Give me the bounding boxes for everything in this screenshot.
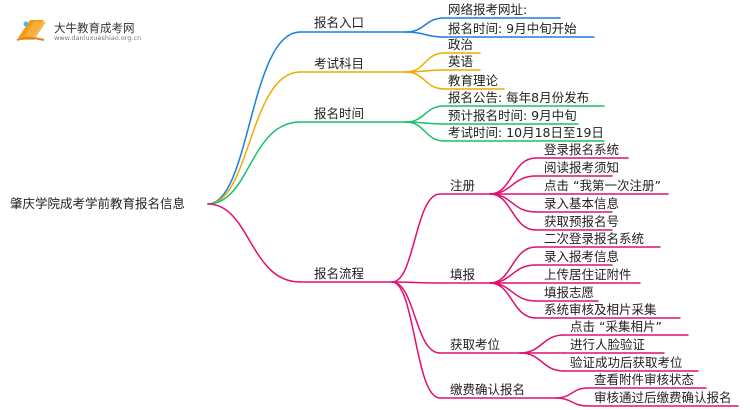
sub3-item-1: 点击 “采集相片”	[570, 319, 662, 334]
branch3-item-1: 报名公告: 每年8月份发布	[448, 90, 590, 105]
branch1-label: 报名入口	[314, 15, 365, 30]
connector-root-branch3	[207, 121, 301, 205]
branch3-item-2: 预计报名时间: 9月中旬	[448, 108, 577, 123]
connector-root-branch1	[207, 31, 301, 205]
sub1-item-4: 录入基本信息	[544, 196, 620, 211]
branch2-item-1: 政治	[448, 37, 474, 52]
connector-root-branch4	[207, 203, 301, 283]
branch3-label: 报名时间	[314, 106, 365, 121]
sub1-item-3: 点击 “我第一次注册”	[544, 178, 661, 193]
book-logo-icon	[16, 20, 46, 41]
sub3-label: 获取考位	[450, 337, 501, 352]
sub4-item-2: 审核通过后缴费确认报名	[594, 390, 732, 405]
sub1-label: 注册	[450, 178, 476, 193]
connector-b1-1	[405, 17, 445, 33]
branch2-item-3: 教育理论	[448, 73, 499, 88]
root-node: 肇庆学院成考学前教育报名信息	[10, 196, 186, 211]
sub4-label: 缴费确认报名	[450, 382, 526, 397]
sub3-item-2: 进行人脸验证	[570, 337, 646, 352]
site-url: www.daniuxueshiao.org.cn	[54, 34, 142, 42]
branch3-item-3: 考试时间: 10月18日至19日	[448, 125, 604, 140]
sub2-item-1: 二次登录报名系统	[544, 231, 645, 246]
sub2-item-5: 系统审核及相片采集	[544, 302, 657, 317]
sub2-item-2: 录入报考信息	[544, 249, 620, 264]
branch2-item-2: 英语	[448, 54, 474, 69]
sub4-item-1: 查看附件审核状态	[594, 372, 695, 387]
sub1-item-5: 获取预报名号	[544, 214, 620, 229]
connector-root-branch2	[207, 71, 301, 205]
sub1-item-2: 阅读报考须知	[544, 160, 620, 175]
sub3-item-3: 验证成功后获取考位	[570, 355, 683, 370]
sub1-item-1: 登录报名系统	[544, 142, 620, 157]
site-name: 大牛教育成考网	[54, 21, 135, 35]
branch1-item-1: 网络报考网址:	[448, 2, 528, 17]
branch1-item-2: 报名时间: 9月中旬开始	[448, 21, 577, 36]
connector-b1-2	[405, 31, 445, 38]
sub2-label: 填报	[450, 267, 476, 282]
branch4-label: 报名流程	[314, 266, 365, 281]
sub2-item-3: 上传居住证附件	[544, 267, 632, 282]
site-logo: 大牛教育成考网 www.daniuxueshiao.org.cn	[14, 14, 141, 44]
branch2-label: 考试科目	[314, 56, 365, 71]
sub2-item-4: 填报志愿	[544, 285, 595, 300]
